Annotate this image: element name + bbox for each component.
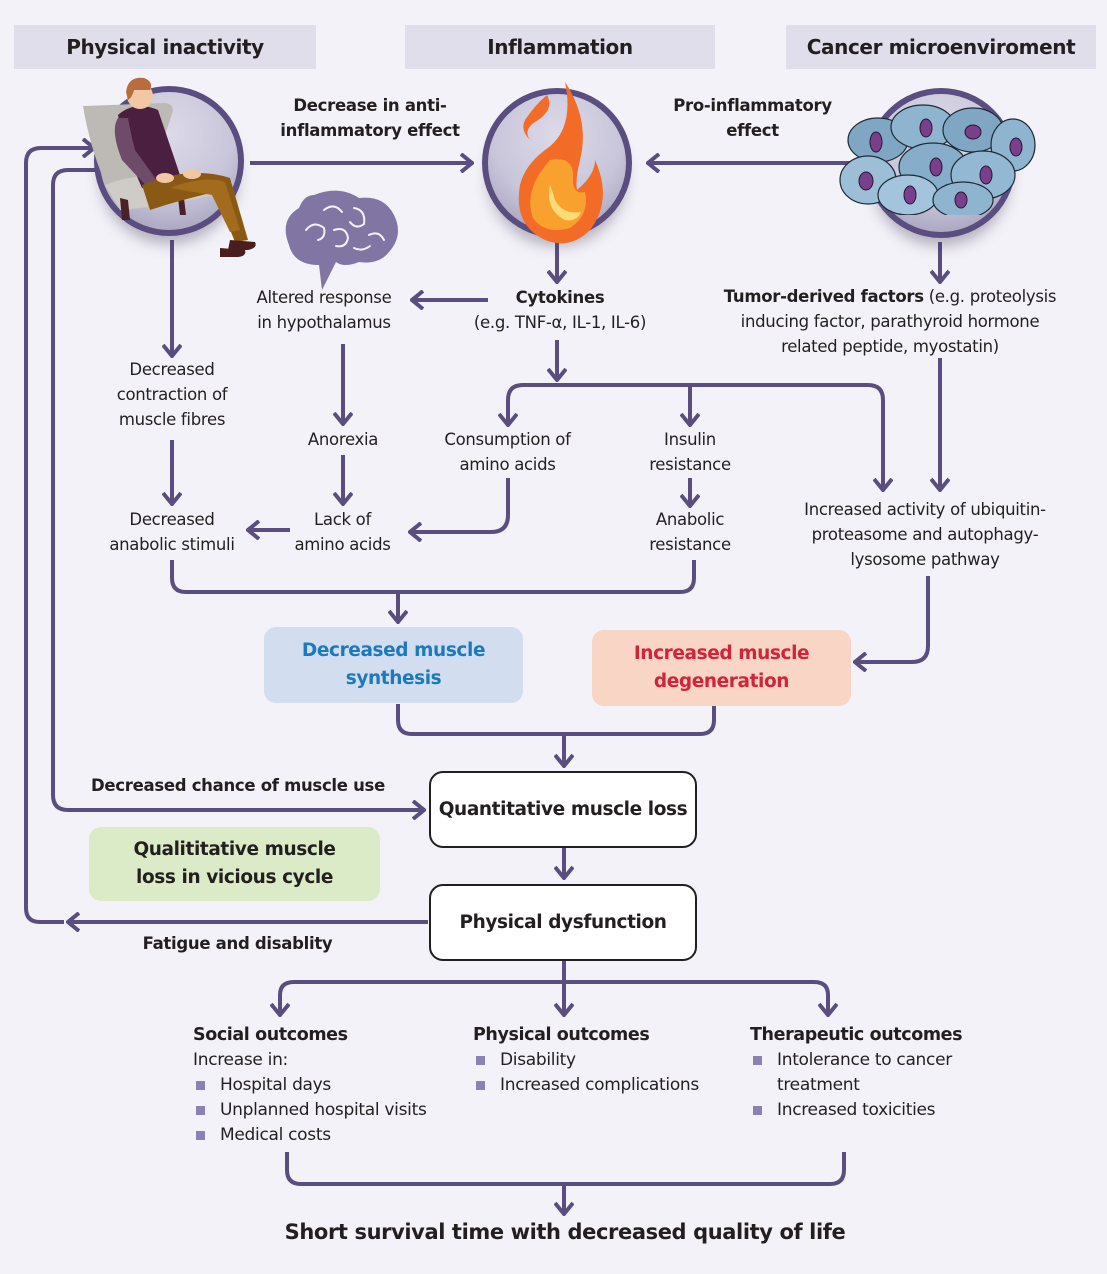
node-decreased-anabolic-stimuli: Decreased anabolic stimuli [109, 510, 235, 554]
header-cancer-microenvironment: Cancer microenviroment [786, 25, 1096, 69]
node-tumor-factors: Tumor-derived factors (e.g. proteolysis … [723, 287, 1057, 356]
list-item: Increased complications [473, 1073, 733, 1098]
list-item: Medical costs [193, 1123, 453, 1148]
node-anabolic-resistance: Anabolic resistance [649, 510, 731, 554]
list-item: Disability [473, 1048, 733, 1073]
node-hypothalamus: Altered response in hypothalamus [256, 288, 392, 332]
box-quantitative-muscle-loss: Quantitative muscle loss [429, 771, 697, 848]
physical-outcomes-list: Disability Increased complications [473, 1048, 733, 1098]
bullet-icon [753, 1106, 762, 1115]
branch-outcomes-left-right [278, 980, 830, 1015]
list-item: Unplanned hospital visits [193, 1098, 453, 1123]
bullet-icon [476, 1056, 485, 1065]
merge-to-synthesis [170, 560, 696, 594]
node-cytokines: Cytokines (e.g. TNF-α, IL-1, IL-6) [473, 288, 647, 332]
list-item: Intolerance to cancer treatment [750, 1048, 980, 1098]
box-qualitative-muscle-loss: Qualititative muscle loss in vicious cyc… [89, 827, 380, 901]
brain-icon [285, 190, 398, 290]
outcomes-physical: Physical outcomes Disability Increased c… [473, 1023, 733, 1098]
node-decreased-contraction: Decreased contraction of muscle fibres [116, 360, 228, 429]
label-anti-inflammatory: Decrease in anti- inflammatory effect [280, 96, 460, 140]
arrow-to-degeneration [855, 576, 930, 662]
label-pro-inflammatory: Pro-inflammatory effect [673, 96, 832, 140]
bullet-icon [753, 1056, 762, 1065]
merge-to-quantitative [396, 704, 716, 736]
node-insulin-resistance: Insulin resistance [649, 430, 731, 474]
node-consumption-amino-acids: Consumption of amino acids [444, 430, 571, 474]
conclusion: Short survival time with decreased quali… [284, 1220, 846, 1244]
outcomes-social: Social outcomes Increase in: Hospital da… [193, 1023, 453, 1148]
node-lack-amino-acids: Lack of amino acids [294, 510, 391, 554]
social-outcomes-list: Hospital days Unplanned hospital visits … [193, 1073, 453, 1148]
bullet-icon [196, 1131, 205, 1140]
node-ubiquitin-pathway: Increased activity of ubiquitin- proteas… [804, 500, 1046, 569]
merge-to-conclusion [285, 1152, 846, 1186]
header-physical-inactivity: Physical inactivity [14, 25, 316, 69]
cancer-cells-icon [839, 104, 1036, 215]
arrow-decreased-chance [51, 168, 424, 810]
arrow-consumption-to-lack [410, 478, 510, 532]
header-inflammation: Inflammation [405, 25, 715, 69]
label-decreased-chance: Decreased chance of muscle use [91, 776, 385, 795]
therapeutic-outcomes-list: Intolerance to cancer treatment Increase… [750, 1048, 980, 1123]
box-increased-muscle-degeneration: Increased muscle degeneration [592, 630, 851, 706]
bullet-icon [196, 1081, 205, 1090]
box-physical-dysfunction: Physical dysfunction [429, 884, 697, 961]
box-decreased-muscle-synthesis: Decreased muscle synthesis [264, 627, 523, 703]
person-in-armchair-icon [83, 77, 256, 257]
loop-fatigue [24, 148, 94, 924]
list-item: Increased toxicities [750, 1098, 980, 1123]
bullet-icon [196, 1106, 205, 1115]
node-anorexia: Anorexia [307, 430, 379, 449]
bullet-icon [476, 1081, 485, 1090]
outcomes-therapeutic: Therapeutic outcomes Intolerance to canc… [750, 1023, 980, 1123]
branch-cytokines [506, 383, 883, 490]
label-fatigue-disability: Fatigue and disablity [142, 934, 333, 953]
list-item: Hospital days [193, 1073, 453, 1098]
flame-icon [518, 82, 603, 244]
